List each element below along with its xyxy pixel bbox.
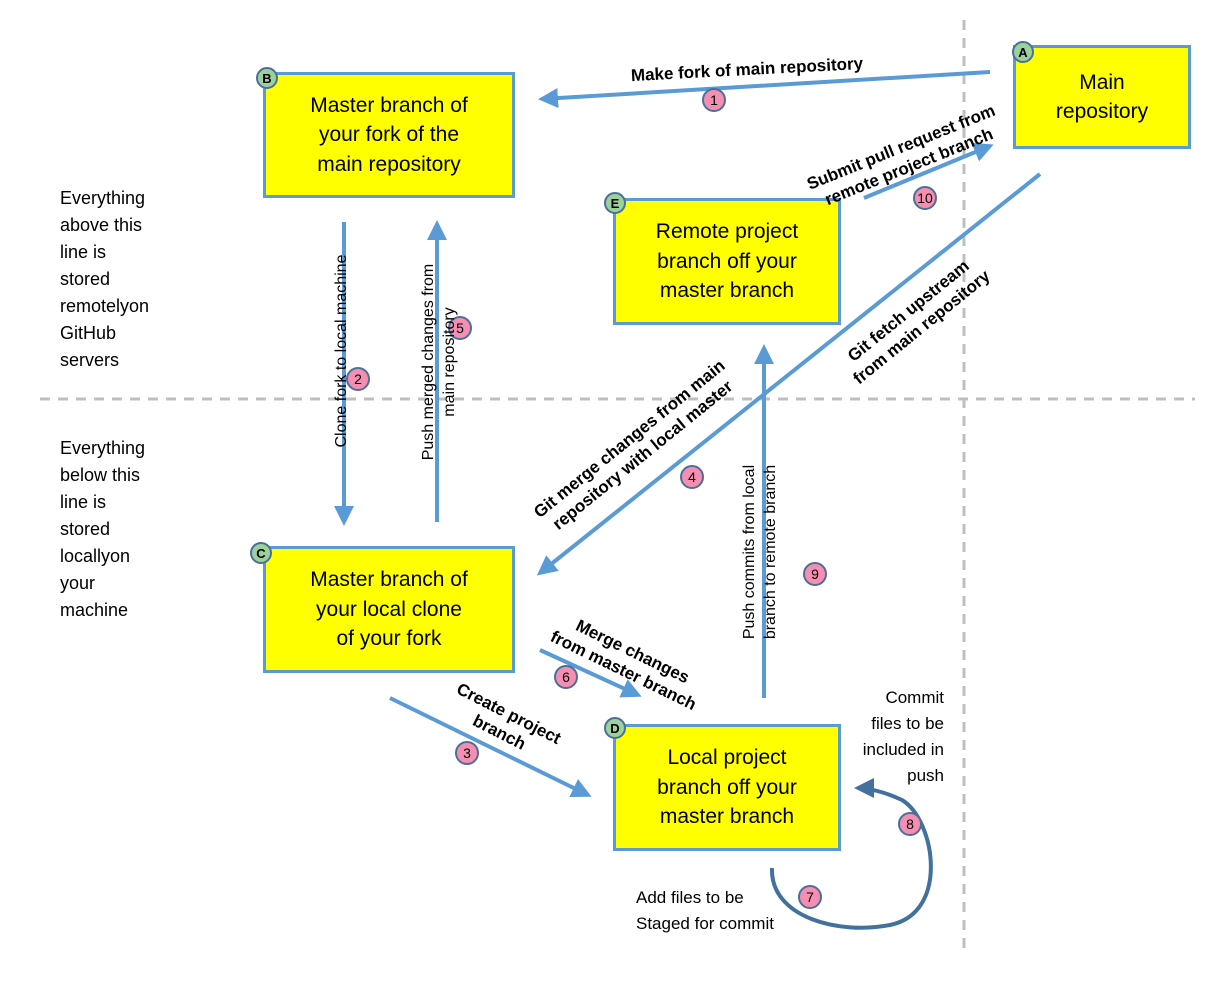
step-5-label: Push merged changes from main repository: [420, 263, 458, 461]
step-number-10: 10: [913, 186, 937, 210]
step-number-2: 2: [346, 367, 370, 391]
node-label: Master branch of your local clone of you…: [310, 568, 468, 651]
arrow-step-6: [539, 648, 642, 698]
node-label: Main repository: [1055, 70, 1149, 123]
node-local-project-branch: Local project branch off your master bra…: [613, 724, 841, 851]
step-number-4: 4: [680, 465, 704, 489]
arrow-step-1: [538, 70, 991, 109]
node-badge-b: B: [256, 67, 278, 89]
step-number-7: 7: [798, 885, 822, 909]
node-badge-d: D: [604, 717, 626, 739]
step-8-label: Commit files to be included in push: [862, 688, 944, 785]
node-local-clone-master-branch: Master branch of your local clone of you…: [263, 546, 515, 673]
step-number-6: 6: [554, 665, 578, 689]
step-2-label: Clone fork to local machine: [333, 254, 350, 448]
node-fork-master-branch: Master branch of your fork of the main r…: [263, 72, 515, 198]
step-number-8: 8: [898, 812, 922, 836]
node-label: Master branch of your fork of the main r…: [310, 93, 468, 176]
step-number-3: 3: [455, 741, 479, 765]
region-note-remote: Everything above this line is stored rem…: [60, 188, 150, 370]
node-main-repository: Main repository: [1013, 45, 1191, 149]
step-9-label: Push commits from local branch to remote…: [741, 464, 779, 640]
arrow-step-10: [863, 142, 994, 200]
node-label: Local project branch off your master bra…: [657, 746, 797, 829]
arrow-step-4: [536, 172, 1042, 576]
node-remote-project-branch: Remote project branch off your master br…: [613, 198, 841, 325]
node-badge-c: C: [250, 542, 272, 564]
step-number-1: 1: [702, 88, 726, 112]
region-note-local: Everything below this line is stored loc…: [60, 438, 146, 620]
step-number-9: 9: [803, 562, 827, 586]
step-number-5: 5: [448, 316, 472, 340]
node-label: Remote project branch off your master br…: [655, 220, 799, 303]
arrow-step-3: [389, 696, 592, 797]
node-badge-a: A: [1012, 41, 1034, 63]
curved-arrow-steps-7-8: [769, 778, 933, 930]
node-badge-e: E: [604, 192, 626, 214]
step-7-label: Add files to be Staged for commit: [636, 888, 774, 933]
